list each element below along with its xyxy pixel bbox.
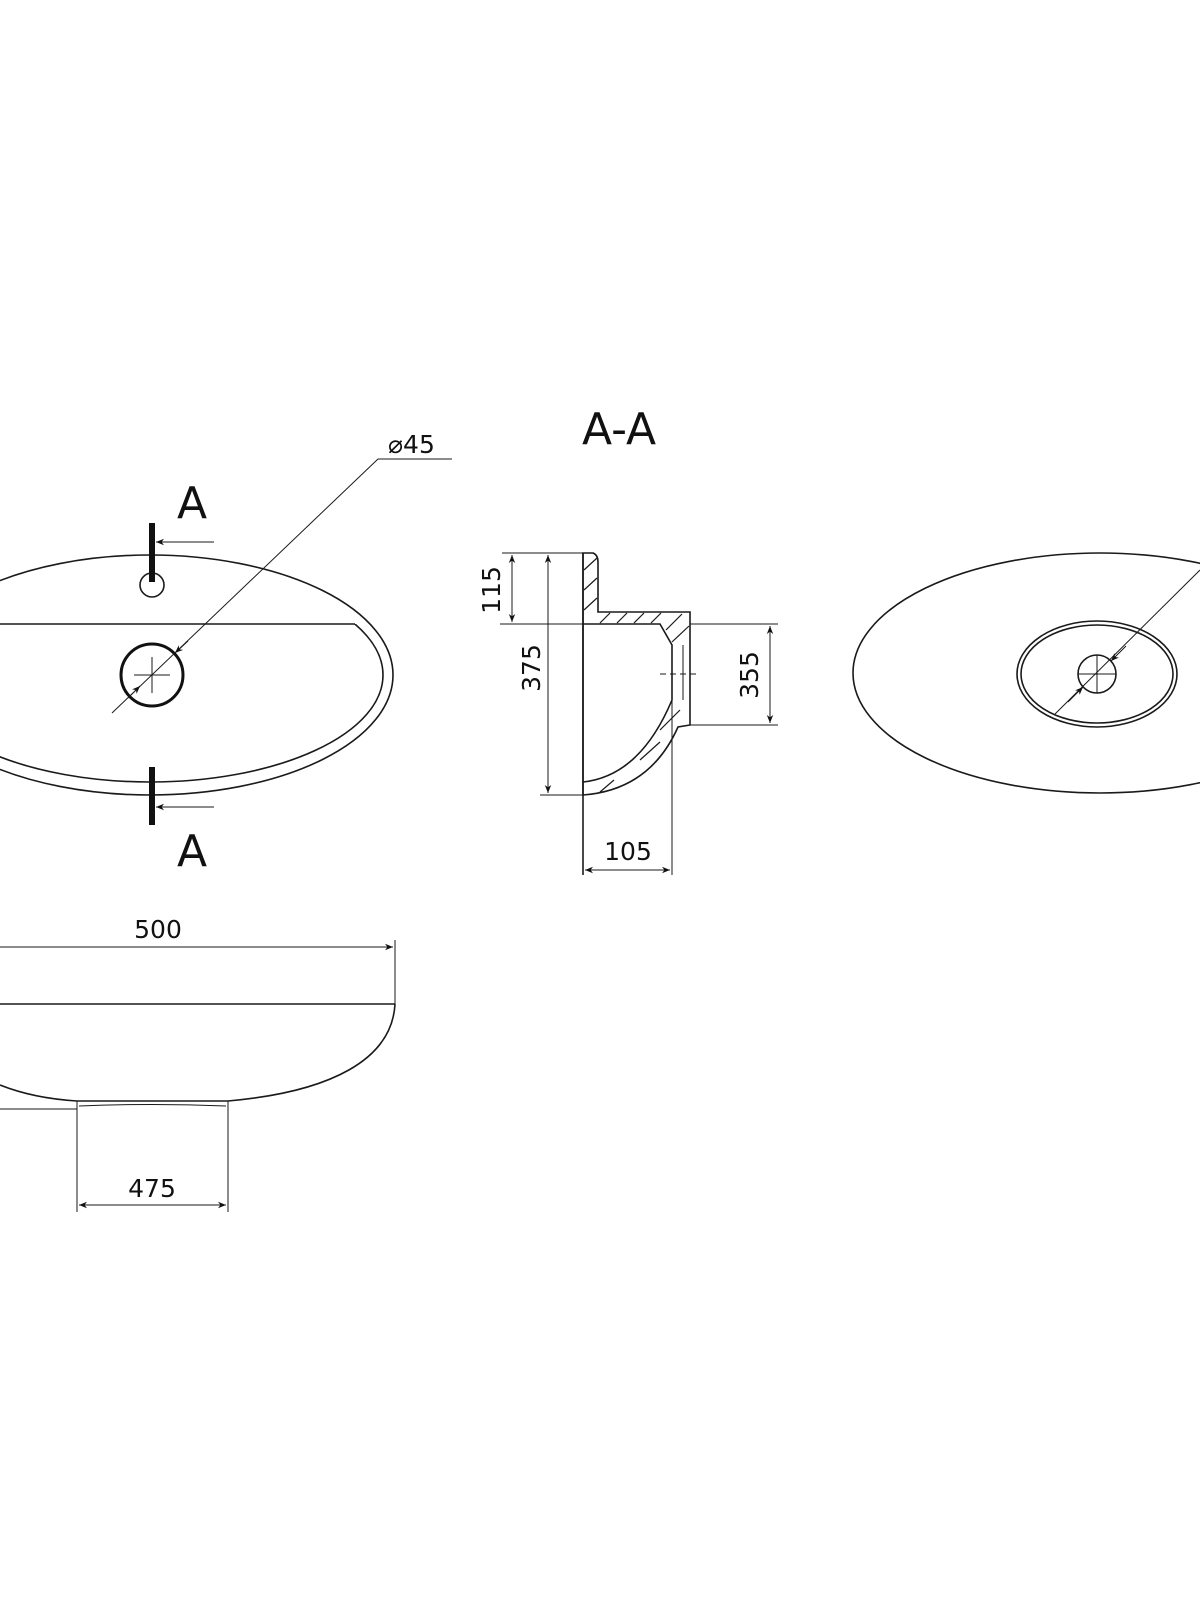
total-height-label: 375 — [517, 644, 546, 692]
section-profile-inner — [582, 623, 673, 783]
base-line-inner — [78, 1104, 227, 1107]
basin-outline — [852, 552, 1200, 794]
length-label: 500 — [134, 915, 182, 944]
section-view: A-A 115 375 355 105 — [477, 404, 778, 875]
diameter-leader — [111, 458, 379, 714]
diameter-arrow — [174, 640, 189, 654]
diameter-arrow — [1067, 686, 1084, 703]
section-label-bottom: A — [177, 826, 207, 877]
wall-height-label: 355 — [735, 651, 764, 699]
diameter-arrow — [127, 685, 141, 699]
drain-hole — [119, 642, 185, 708]
depth-label: 105 — [604, 837, 652, 866]
bowl-profile-right — [227, 1003, 396, 1102]
base-ring-outer — [1016, 620, 1178, 728]
section-label-top: A — [177, 478, 207, 529]
front-view: 500 475 — [0, 915, 396, 1212]
basin-inner-rim — [0, 624, 384, 783]
basin-outline — [0, 554, 394, 796]
section-profile-outer — [582, 552, 691, 796]
diameter-arrow — [1110, 645, 1127, 662]
section-hatching — [583, 557, 690, 793]
base-width-label: 475 — [128, 1174, 176, 1203]
bottom-view — [852, 552, 1200, 794]
diameter-leader — [1054, 569, 1200, 715]
bowl-profile-left — [0, 1084, 78, 1102]
top-view: ⌀45 A A — [0, 430, 452, 877]
base-ring-inner — [1020, 624, 1174, 724]
rim-height-label: 115 — [477, 566, 506, 614]
drain-diameter-label: ⌀45 — [388, 430, 435, 459]
section-title: A-A — [582, 404, 656, 455]
